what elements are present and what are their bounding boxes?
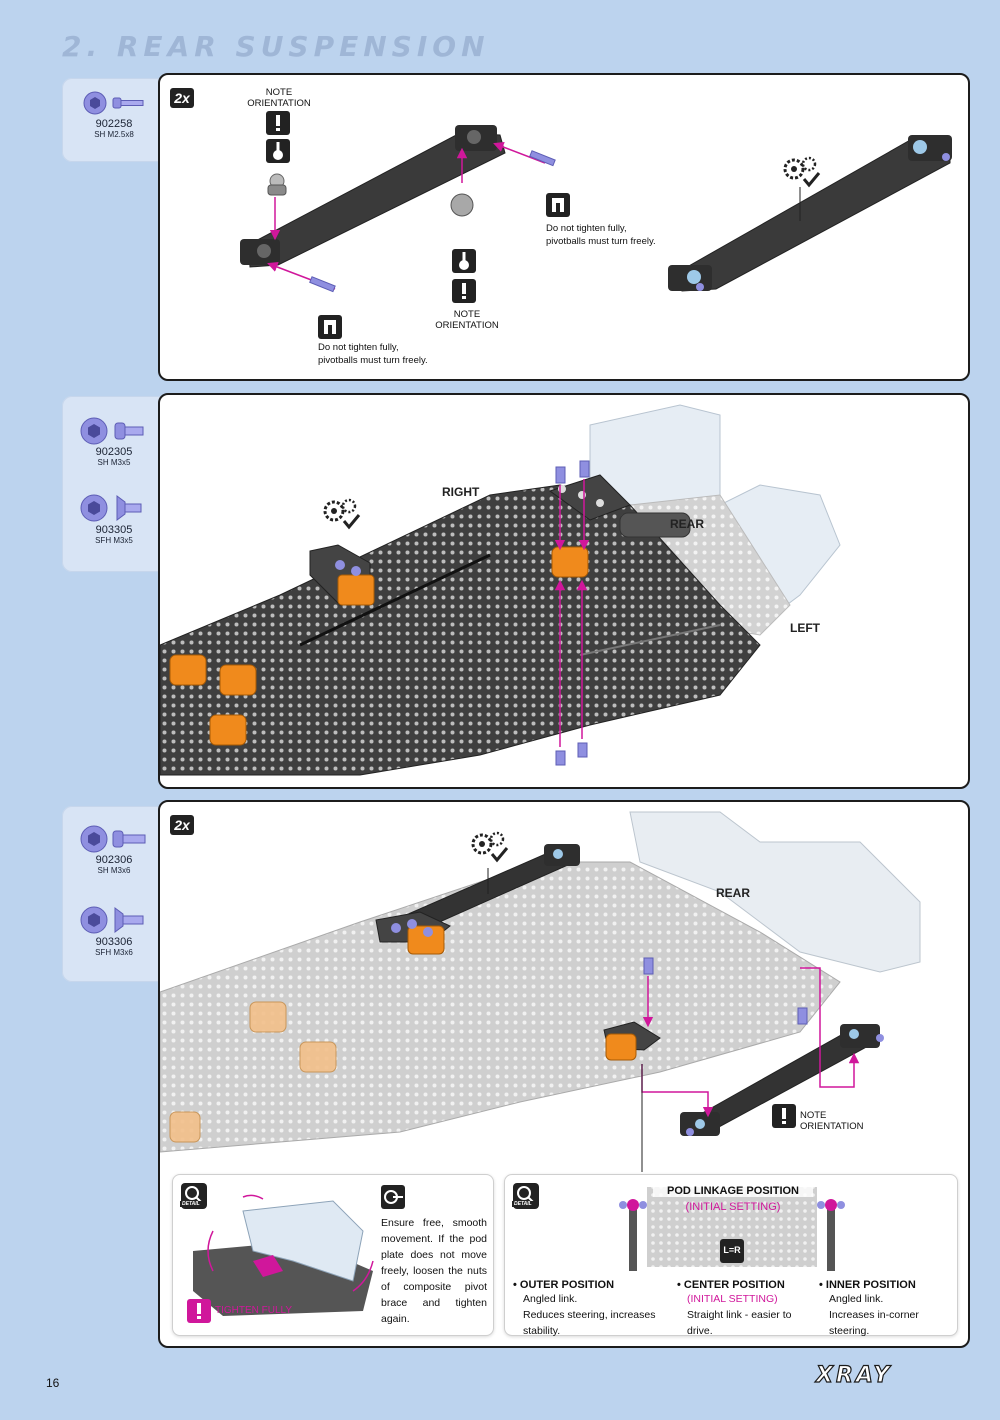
part-desc: SFH M3x5	[95, 536, 133, 545]
position-sub: (INITIAL SETTING)	[687, 1293, 778, 1305]
part-desc: SH M2.5x8	[94, 130, 134, 139]
position-title: INNER POSITION	[825, 1279, 916, 1291]
position-line2: Reduces steering, increases stability.	[523, 1309, 656, 1337]
detail-caption: DETAIL	[180, 1201, 202, 1207]
hex-wrench-icon	[381, 1185, 405, 1209]
detail-box-pivot: DETAIL TIGHTEN FULLY Ensure free, smooth…	[172, 1174, 494, 1336]
position-outer: • OUTER POSITION Angled link. Reduces st…	[513, 1279, 673, 1339]
part-902306: 902306 SH M3x6	[62, 824, 166, 876]
hex-wrench-icon	[318, 315, 342, 339]
page-number: 16	[46, 1376, 60, 1390]
caption-do-not-tighten-bottom: Do not tighten fully, pivotballs must tu…	[318, 342, 428, 366]
pod-linkage-drawing	[619, 1187, 845, 1271]
screw-icon	[83, 91, 144, 115]
position-center: • CENTER POSITION (INITIAL SETTING) Stra…	[677, 1279, 817, 1339]
page-title: 2. REAR SUSPENSION	[62, 30, 490, 63]
direction-label-rear: REAR	[716, 886, 751, 900]
hex-wrench-icon	[546, 193, 570, 217]
position-line1: Angled link.	[523, 1293, 578, 1305]
step1-panel: 2x NOTE ORIENTATION Do not tighten	[158, 73, 970, 381]
position-title: CENTER POSITION	[683, 1279, 785, 1291]
screw-icon	[80, 825, 146, 853]
position-title: OUTER POSITION	[519, 1279, 615, 1291]
exclamation-icon	[187, 1299, 211, 1323]
direction-label-right: RIGHT	[442, 485, 480, 499]
part-code: 903305	[95, 524, 133, 536]
position-line2: Straight link - easier to drive.	[687, 1309, 792, 1337]
position-inner: • INNER POSITION Angled link. Increases …	[819, 1279, 955, 1339]
pivot-ball-icon	[267, 173, 287, 196]
caption-do-not-tighten-right: Do not tighten fully, pivotballs must tu…	[546, 223, 656, 247]
position-line1: Angled link.	[829, 1293, 884, 1305]
brand-logo-text: XRAY	[814, 1363, 892, 1386]
part-902258: 902258 SH M2.5x8	[62, 88, 166, 140]
part-desc: SH M3x6	[97, 866, 131, 875]
note-orientation-top: NOTE ORIENTATION	[247, 87, 311, 109]
parts-card-step2: 902305 SH M3x5 903305 SFH M3x5	[62, 396, 166, 572]
detail-instruction-text: Ensure free, smooth movement. If the pod…	[381, 1217, 487, 1325]
part-code: 902305	[95, 446, 133, 458]
step1-drawing	[240, 125, 952, 293]
step2-drawing	[160, 404, 841, 776]
note-orientation-bottom: NOTE ORIENTATION	[435, 309, 499, 331]
parts-card-step3: 902306 SH M3x6 903306 SFH M3x6	[62, 806, 166, 982]
step3-drawing	[160, 811, 921, 1172]
detail-caption: DETAIL	[512, 1201, 534, 1207]
note-orientation: NOTE ORIENTATION	[800, 1110, 864, 1132]
part-902305: 902305 SH M3x5	[62, 416, 166, 468]
tighten-fully-label: TIGHTEN FULLY	[215, 1305, 293, 1316]
screw-icon	[80, 494, 142, 522]
adjust-gears-icon	[323, 498, 361, 530]
part-desc: SH M3x5	[97, 458, 131, 467]
part-code: 903306	[95, 936, 133, 948]
part-903305: 903305 SFH M3x5	[62, 492, 166, 546]
quantity-badge: 2x	[170, 88, 194, 108]
pod-linkage-title: POD LINKAGE POSITION	[653, 1185, 813, 1197]
exclamation-icon	[772, 1104, 796, 1128]
adjust-gears-icon	[471, 831, 509, 863]
lr-equal-label: L=R	[723, 1245, 741, 1255]
step2-panel: RIGHT REAR LEFT	[158, 393, 970, 789]
parts-card-step1: 902258 SH M2.5x8	[62, 78, 166, 162]
position-line2: Increases in-corner steering.	[829, 1309, 919, 1337]
exclamation-icon	[266, 111, 290, 163]
screw-icon	[80, 417, 144, 445]
screw-icon	[80, 906, 144, 934]
xray-logo: XRAY	[813, 1362, 892, 1386]
detail-box-pod-linkage: DETAIL POD LINKAGE POSITION (INITIAL SET…	[504, 1174, 958, 1339]
step3-panel: 2x REAR	[158, 800, 970, 1348]
exclamation-icon	[452, 249, 476, 303]
part-code: 902306	[95, 854, 133, 866]
quantity-badge: 2x	[170, 815, 194, 835]
direction-label-rear: REAR	[670, 517, 705, 531]
pod-linkage-subtitle: (INITIAL SETTING)	[685, 1201, 781, 1213]
direction-label-left: LEFT	[790, 621, 820, 635]
adjust-gears-icon	[783, 156, 821, 188]
pivot-detail-drawing	[193, 1194, 374, 1316]
part-903306: 903306 SFH M3x6	[62, 904, 166, 958]
part-code: 902258	[95, 118, 133, 130]
part-desc: SFH M3x6	[95, 948, 133, 957]
